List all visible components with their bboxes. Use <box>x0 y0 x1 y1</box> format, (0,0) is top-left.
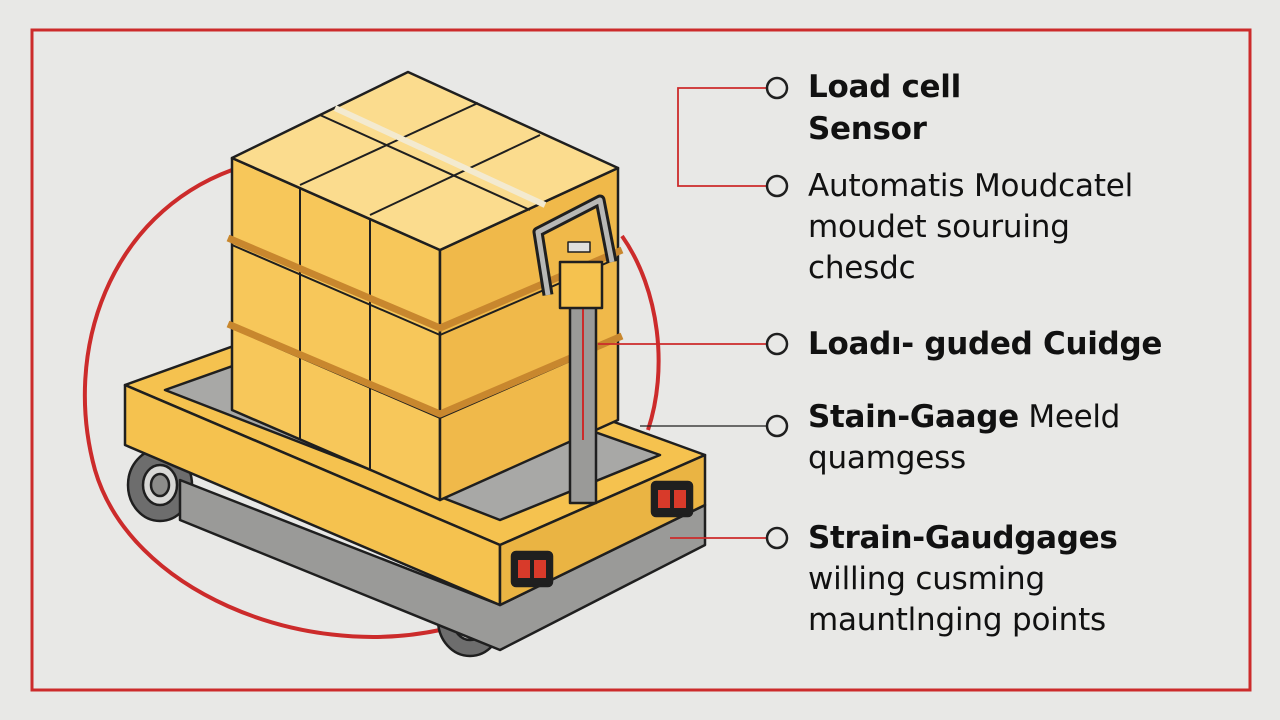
label-automatic-module: Automatis Moudcatel moudet souruing ches… <box>808 166 1133 289</box>
handle-head <box>558 260 604 310</box>
frame-border <box>30 28 1252 692</box>
label-line: willing cusming <box>808 561 1045 597</box>
hollow-circle-marker-icon <box>765 332 789 356</box>
label-load-cell-sensor: Load cell Sensor <box>808 66 961 150</box>
hollow-circle-marker-icon <box>765 76 789 100</box>
label-line: mauntlnging points <box>808 602 1106 638</box>
cart-handle-icon <box>532 194 618 505</box>
label-title: Strain-Gaudgages <box>808 520 1118 556</box>
hollow-circle-marker-icon <box>765 526 789 550</box>
leader-lines <box>598 87 768 539</box>
hollow-circle-marker-icon <box>765 174 789 198</box>
label-title-rest: Meeld <box>1018 399 1121 435</box>
markers <box>765 76 789 550</box>
label-title: Load cell <box>808 69 961 105</box>
label-title: Sensor <box>808 111 927 147</box>
highlight-arc-right <box>620 234 661 431</box>
highlight-arc <box>82 168 441 639</box>
label-line: chesdc <box>808 250 916 286</box>
leader-line <box>677 87 768 187</box>
label-title-bold: Stain-Gaage <box>808 399 1019 435</box>
label-strain-gauge-measurement: Stain-Gaage Meeld quamgess <box>808 396 1120 479</box>
label-title: Stain-Gaage Meeld <box>808 396 1120 438</box>
label-load-guided-guide: Loadı- guded Cuidge <box>808 323 1162 365</box>
tail-light-icon <box>650 480 694 518</box>
label-line: moudet souruing <box>808 209 1070 245</box>
label-line: quamgess <box>808 440 966 476</box>
strap <box>226 320 624 418</box>
hollow-circle-marker-icon <box>765 414 789 438</box>
label-title: Loadı- guded Cuidge <box>808 326 1163 362</box>
tail-light-icon <box>510 550 554 588</box>
label-line: Automatis Moudcatel <box>808 168 1134 204</box>
label-strain-gauges-mounting: Strain-Gaudgages willing cusming mauntln… <box>808 517 1118 641</box>
